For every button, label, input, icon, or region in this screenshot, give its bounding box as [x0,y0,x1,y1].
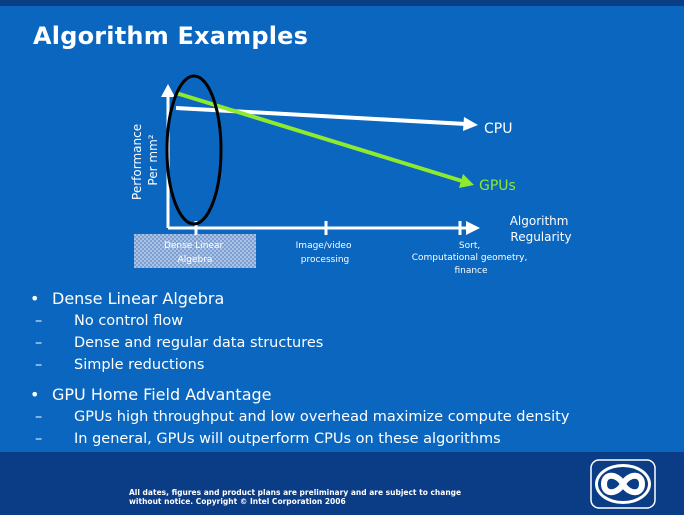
y-axis-label-line2: Per mm² [146,134,160,185]
dash-marker: – [35,409,43,425]
category-label-sort: Sort, Computational geometry, finance [412,241,531,276]
category-label-dense-linear-algebra: Dense Linear Algebra [164,241,226,265]
dash-marker: – [35,357,43,373]
category-label-image-video: Image/video processing [296,241,355,265]
legal-disclaimer: All dates, figures and product plans are… [129,488,461,506]
sub-bullet-item: – GPUs high throughput and low overhead … [30,406,670,428]
x-axis-label: Algorithm Regularity [510,214,573,244]
bullet-text: Dense Linear Algebra [52,289,225,308]
sub-bullet-item: – Dense and regular data structures [30,332,670,354]
infinity-logo-icon [590,459,656,509]
footer-bar: All dates, figures and product plans are… [0,452,684,515]
sub-bullet-item: – In general, GPUs will outperform CPUs … [30,428,670,450]
y-axis-arrow [161,84,175,97]
dash-marker: – [35,335,43,351]
highlight-ellipse [165,74,223,226]
dash-marker: – [35,313,43,329]
category-2-line2: processing [301,255,350,265]
category-3-line2: Computational geometry, [412,253,528,263]
x-axis-arrow [466,221,480,235]
y-axis-label-line1: Performance [130,124,144,200]
category-3-line1: Sort, [459,241,480,251]
bullet-list: • Dense Linear Algebra – No control flow… [30,288,670,450]
sub-bullet-text: No control flow [74,313,184,329]
sub-bullet-text: Dense and regular data structures [74,335,324,351]
slide-title: Algorithm Examples [33,22,309,50]
gpu-line [175,91,463,183]
cpu-line [175,106,467,126]
top-bar [0,0,684,6]
sub-bullet-item: – No control flow [30,310,670,332]
bullet-item: • Dense Linear Algebra [30,288,670,310]
category-3-line3: finance [454,266,488,276]
bullet-item: • GPU Home Field Advantage [30,384,670,406]
cpu-line-arrow [463,117,478,131]
x-axis-label-line1: Algorithm [510,214,569,228]
legal-line-2: without notice. Copyright © Intel Corpor… [129,497,346,506]
gpu-label: GPUs [479,178,516,194]
gpu-line-arrow [459,174,474,188]
sub-bullet-text: Simple reductions [74,357,205,373]
dash-marker: – [35,431,43,447]
sub-bullet-item: – Simple reductions [30,354,670,376]
y-axis-label: Performance Per mm² [130,120,160,200]
sub-bullet-text: GPUs high throughput and low overhead ma… [74,409,570,425]
sub-bullet-text: In general, GPUs will outperform CPUs on… [74,431,501,447]
bullet-marker: • [30,289,40,308]
legal-line-1: All dates, figures and product plans are… [129,488,462,497]
category-1-line2: Algebra [178,255,213,265]
category-1-line1: Dense Linear [164,241,224,251]
cpu-label: CPU [484,121,512,137]
category-2-line1: Image/video [296,241,352,251]
bullet-text: GPU Home Field Advantage [52,385,272,404]
highlight-box [134,234,256,268]
x-axis-label-line2: Regularity [510,230,571,244]
performance-diagram: Performance Per mm² CPU GPUs Algorithm R… [130,74,573,276]
bullet-marker: • [30,385,40,404]
